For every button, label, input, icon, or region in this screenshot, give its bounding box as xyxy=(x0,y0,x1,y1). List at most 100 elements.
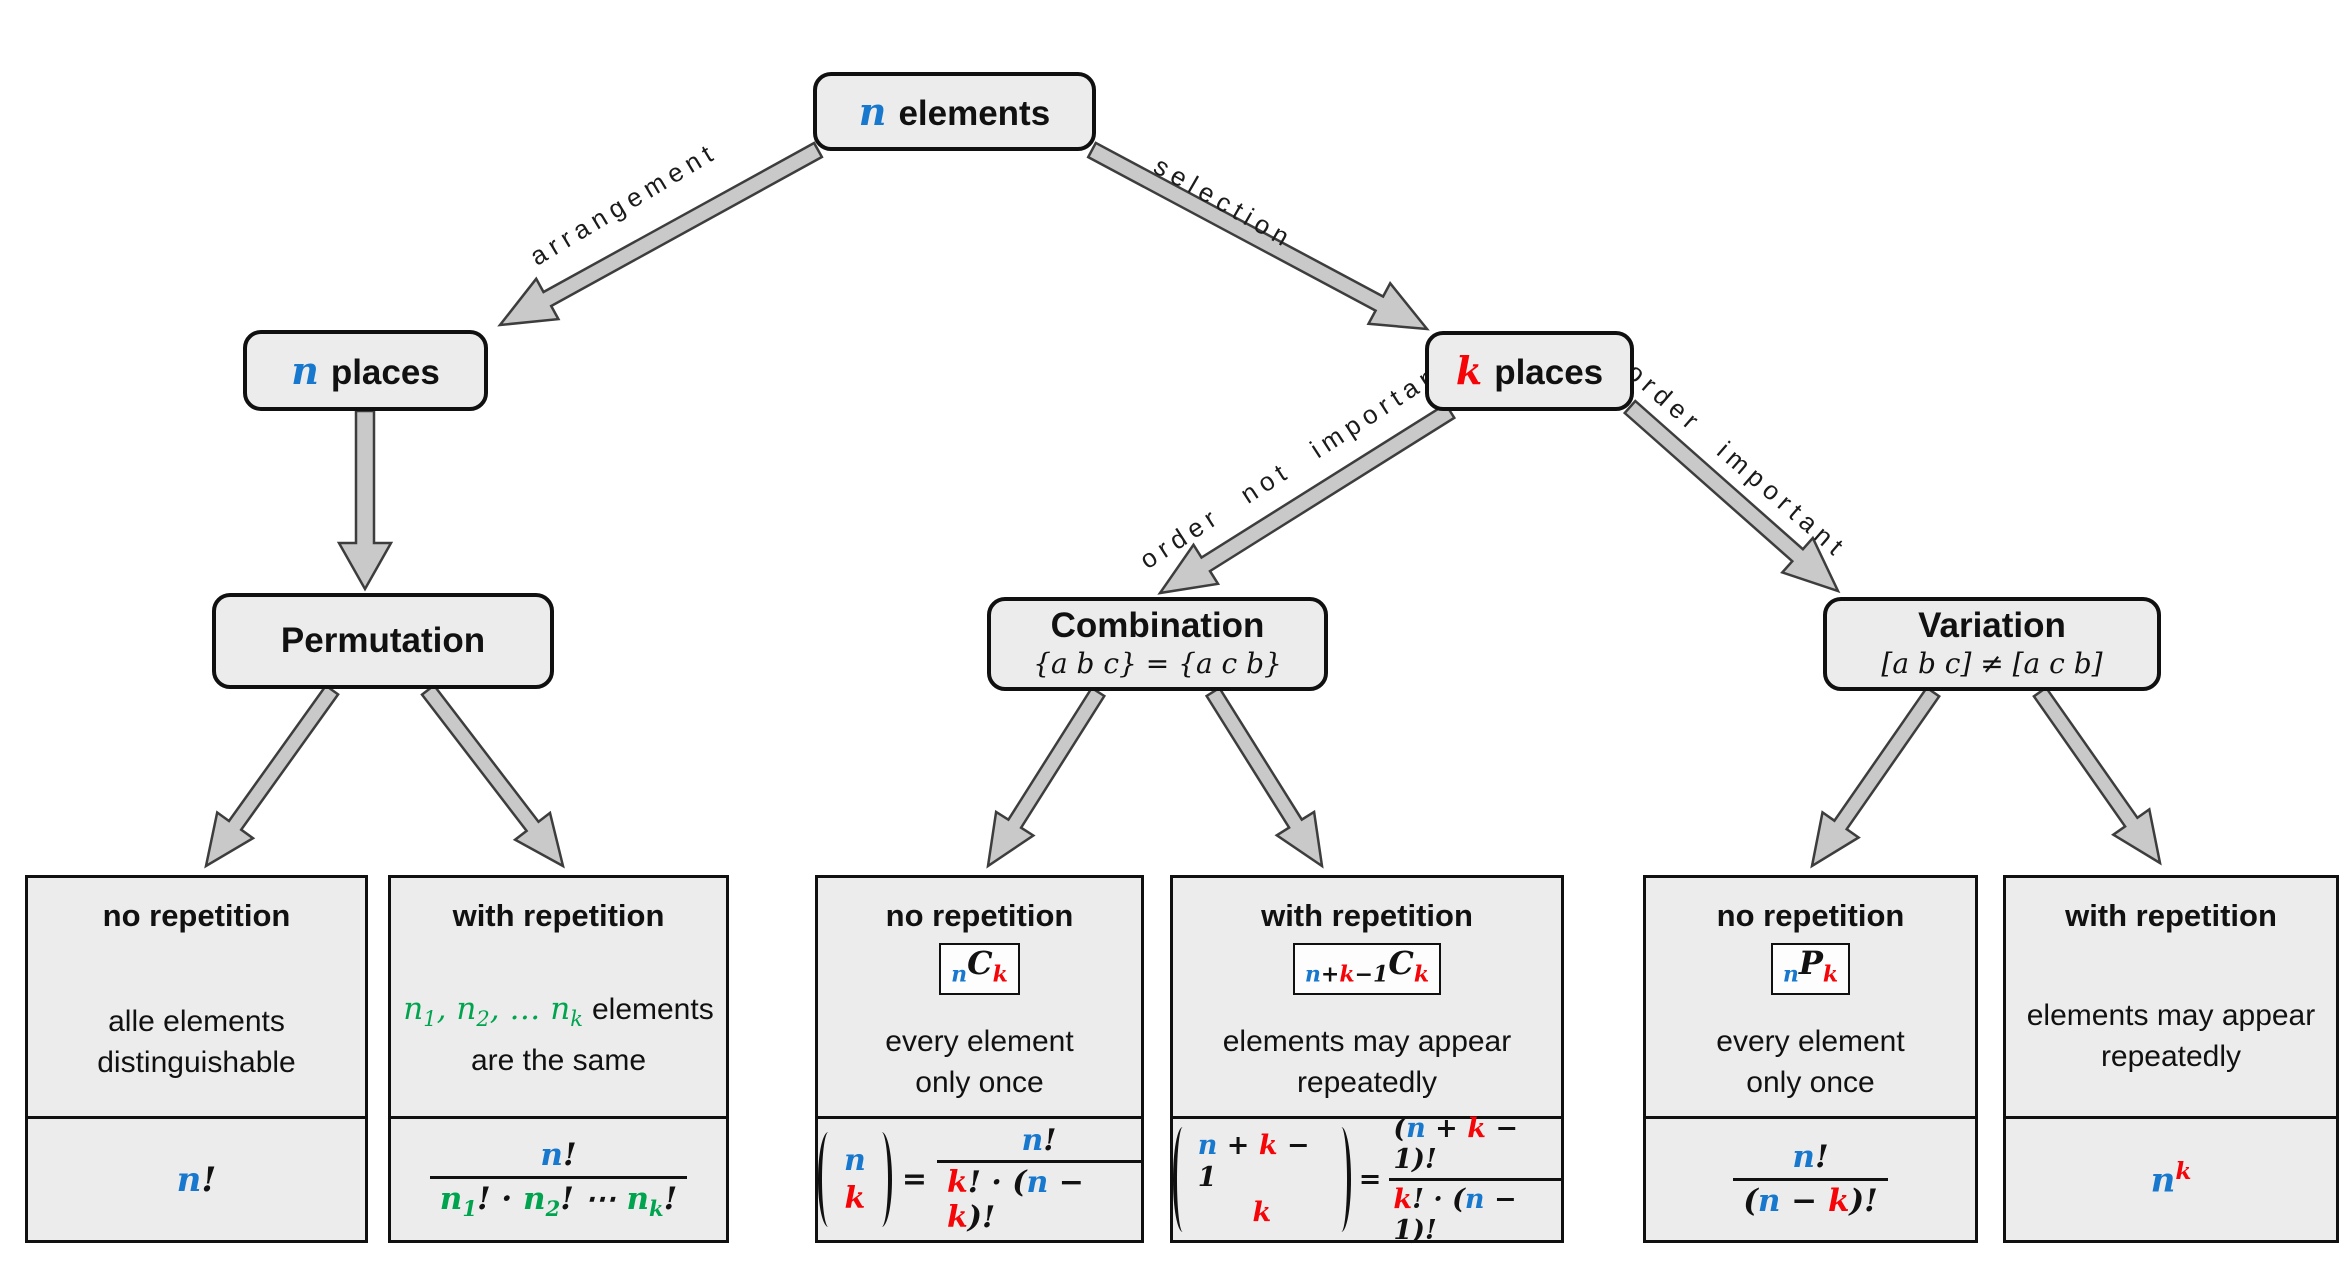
formula: n k = n! k! · (n − k)! xyxy=(818,1122,1141,1236)
desc-line: distinguishable xyxy=(97,1046,296,1079)
node-text: elements xyxy=(898,93,1051,133)
leaf-title: no repetition xyxy=(885,898,1074,933)
leaf-title: no repetition xyxy=(1716,898,1905,933)
arrow-order-important xyxy=(1622,399,1841,594)
node-label: n elements xyxy=(858,88,1051,134)
desc-line: elements may appear xyxy=(1222,1024,1512,1058)
numerator: (n + k − 1)! xyxy=(1393,1113,1518,1176)
arrow-permutation-right xyxy=(420,683,565,869)
arrow-selection xyxy=(1086,141,1430,331)
binom-bottom: k xyxy=(844,1180,866,1216)
notation-nPk: nPk xyxy=(1770,943,1851,995)
denominator: n1! · n2! ⋯ nk! xyxy=(429,1175,688,1221)
desc-text: elements xyxy=(591,993,714,1026)
arrow-combination-right xyxy=(1204,686,1324,869)
leaf-description-area: no repetition alle elements distinguisha… xyxy=(28,878,365,1116)
numerator: n! xyxy=(540,1136,577,1173)
left-paren xyxy=(1173,1127,1191,1232)
formula: n! xyxy=(176,1159,217,1200)
binom-top: n + k − 1 xyxy=(1197,1129,1310,1194)
numerator: n! xyxy=(1792,1138,1829,1175)
arrow-arrangement xyxy=(497,141,824,327)
leaf-permutation-no-repetition: no repetition alle elements distinguisha… xyxy=(25,875,368,1243)
notation-nCk: nCk xyxy=(939,943,1020,995)
formula-fraction: n! k! · (n − k)! xyxy=(936,1122,1141,1236)
desc-line: only once xyxy=(1746,1065,1875,1099)
leaf-description: alle elements distinguishable xyxy=(97,1001,295,1083)
leaf-description-area: with repetition n+k−1Ck elements may app… xyxy=(1173,878,1561,1116)
desc-line: alle elements xyxy=(108,1005,285,1038)
formula-fraction: (n + k − 1)! k! · (n − 1)! xyxy=(1389,1113,1561,1246)
leaf-description-area: with repetition elements may appear repe… xyxy=(2006,878,2336,1116)
leaf-formula-area: n + k − 1 k = (n + k − 1)! k! · (n − 1)! xyxy=(1173,1113,1561,1246)
denominator: k! · (n − k)! xyxy=(936,1160,1141,1235)
leaf-combination-no-repetition: no repetition nCk every element only onc… xyxy=(815,875,1144,1243)
desc-line: elements may appear xyxy=(2026,999,2316,1032)
desc-line: only once xyxy=(915,1065,1044,1099)
leaf-formula-area: nk xyxy=(2006,1116,2336,1240)
arrow-combination-left xyxy=(986,686,1107,869)
leaf-formula-area: n! xyxy=(28,1116,365,1240)
leaf-description-area: no repetition nCk every element only onc… xyxy=(818,878,1141,1116)
leaf-description: every element only once xyxy=(1716,1021,1904,1103)
node-n-elements: n elements xyxy=(813,72,1096,151)
leaf-description: elements may appear repeatedly xyxy=(2027,995,2316,1077)
node-variation: Variation [a b c] ≠ [a c b] xyxy=(1823,597,2161,691)
leaf-title: with repetition xyxy=(452,898,665,933)
binomial: n k xyxy=(818,1132,892,1227)
denominator: (n − k)! xyxy=(1733,1177,1888,1220)
node-title: Variation xyxy=(1918,606,2066,646)
right-paren xyxy=(873,1132,892,1227)
leaf-formula-area: n! (n − k)! xyxy=(1646,1116,1975,1240)
right-paren xyxy=(1333,1127,1351,1232)
binom-bottom: k xyxy=(1252,1196,1272,1228)
left-paren xyxy=(818,1132,837,1227)
equals-sign: = xyxy=(901,1162,927,1197)
node-title: Permutation xyxy=(280,620,486,660)
var-n: n xyxy=(858,88,887,134)
equals-sign: = xyxy=(1358,1164,1382,1195)
leaf-formula-area: n k = n! k! · (n − k)! xyxy=(818,1116,1141,1240)
formula: nk xyxy=(2150,1158,2192,1201)
arrow-variation-right xyxy=(2032,685,2162,866)
formula-fraction: n! (n − k)! xyxy=(1733,1138,1888,1220)
node-text: places xyxy=(1494,353,1604,392)
leaf-description: elements may appear repeatedly xyxy=(1223,1021,1512,1103)
arrow-order-not-important xyxy=(1157,402,1457,595)
leaf-title: no repetition xyxy=(102,898,291,933)
binom-top: n xyxy=(844,1142,866,1178)
var-k: k xyxy=(1455,348,1483,393)
desc-line: repeatedly xyxy=(1296,1065,1438,1099)
leaf-variation-with-repetition: with repetition elements may appear repe… xyxy=(2003,875,2339,1243)
arrow-n-places-down xyxy=(336,409,394,592)
formula: n + k − 1 k = (n + k − 1)! k! · (n − 1)! xyxy=(1173,1113,1561,1246)
desc-line: every element xyxy=(1716,1024,1905,1058)
arrow-variation-left xyxy=(1810,685,1941,869)
node-text: places xyxy=(330,352,440,392)
leaf-variation-no-repetition: no repetition nPk every element only onc… xyxy=(1643,875,1978,1243)
leaf-title: with repetition xyxy=(1261,898,1473,933)
denominator: k! · (n − 1)! xyxy=(1389,1177,1561,1246)
desc-line: are the same xyxy=(470,1044,647,1078)
leaf-combination-with-repetition: with repetition n+k−1Ck elements may app… xyxy=(1170,875,1564,1246)
desc-line: repeatedly xyxy=(2100,1040,2242,1073)
math-inline: n1, n2, … nk xyxy=(403,991,583,1032)
numerator: n! xyxy=(1021,1122,1057,1158)
leaf-title: with repetition xyxy=(2065,898,2277,933)
node-subtitle: [a b c] ≠ [a c b] xyxy=(1881,646,2103,680)
leaf-description-area: no repetition nPk every element only onc… xyxy=(1646,878,1975,1116)
node-title: Combination xyxy=(1050,606,1265,646)
leaf-formula-area: n! n1! · n2! ⋯ nk! xyxy=(391,1116,726,1240)
binomial: n + k − 1 k xyxy=(1173,1127,1351,1232)
node-combination: Combination {a b c} = {a c b} xyxy=(987,597,1328,691)
node-subtitle: {a b c} = {a c b} xyxy=(1033,646,1282,680)
notation-n-plus-k-minus-1-Ck: n+k−1Ck xyxy=(1292,943,1442,995)
